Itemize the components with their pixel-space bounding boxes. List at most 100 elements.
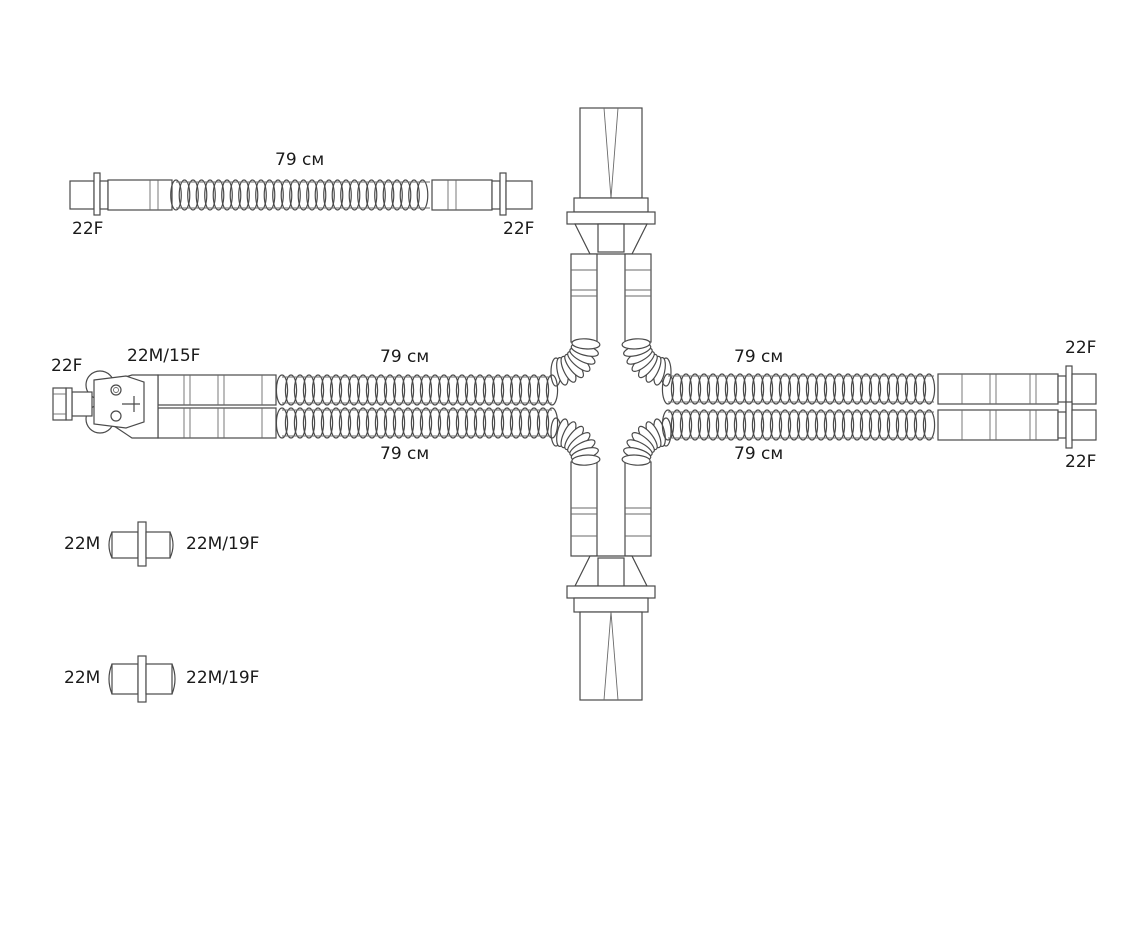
corrugation-ring bbox=[787, 373, 801, 405]
corrugation-ring bbox=[170, 179, 182, 211]
adapter-2-male-end bbox=[111, 663, 139, 695]
lower-left-limb-length-label: 79 см bbox=[380, 444, 430, 464]
standalone-tube-right-cuff bbox=[431, 179, 493, 211]
corrugation-ring bbox=[697, 409, 711, 441]
corrugation-ring bbox=[482, 407, 496, 439]
corrugation-ring bbox=[238, 179, 250, 211]
corrugation-ring bbox=[733, 409, 747, 441]
bend-corrugation-ring bbox=[621, 338, 651, 350]
corrugation-ring bbox=[859, 373, 873, 405]
corrugation-ring bbox=[832, 409, 846, 441]
corrugation-ring bbox=[769, 409, 783, 441]
y-piece-upper-port-icon bbox=[110, 384, 122, 396]
corrugation-ring bbox=[437, 407, 451, 439]
corrugation-ring bbox=[482, 374, 496, 406]
adapter-2-female-end bbox=[145, 663, 173, 695]
corrugation-ring bbox=[374, 179, 386, 211]
corrugation-ring bbox=[293, 374, 307, 406]
corrugation-ring bbox=[850, 373, 864, 405]
manifold-top bbox=[566, 107, 656, 343]
corrugation-ring bbox=[913, 409, 927, 441]
corrugation-ring bbox=[401, 407, 415, 439]
corrugation-ring bbox=[491, 407, 505, 439]
bend-corrugation-ring bbox=[571, 454, 601, 466]
corrugation-ring bbox=[509, 374, 523, 406]
corrugation-ring bbox=[697, 373, 711, 405]
lower-right-end-connector bbox=[1071, 409, 1097, 441]
corrugation-ring bbox=[805, 409, 819, 441]
corrugation-ring bbox=[320, 374, 334, 406]
corrugation-ring bbox=[383, 374, 397, 406]
adapter-2-right-label: 22M/19F bbox=[186, 668, 260, 688]
manifold-top-filter bbox=[579, 107, 643, 199]
corrugation-ring bbox=[255, 179, 267, 211]
upper-right-end-label: 22F bbox=[1065, 338, 1097, 358]
corrugation-ring bbox=[329, 374, 343, 406]
corrugation-ring bbox=[805, 373, 819, 405]
corrugation-ring bbox=[679, 409, 693, 441]
corrugation-ring bbox=[357, 179, 369, 211]
corrugation-ring bbox=[922, 373, 936, 405]
corrugation-ring bbox=[706, 373, 720, 405]
right-limbs bbox=[661, 365, 1097, 449]
standalone-tube-left-end-label: 22F bbox=[72, 219, 104, 239]
corrugation-ring bbox=[437, 374, 451, 406]
corrugation-ring bbox=[473, 407, 487, 439]
corrugation-ring bbox=[841, 373, 855, 405]
corrugation-ring bbox=[688, 373, 702, 405]
corrugation-ring bbox=[410, 407, 424, 439]
corrugation-ring bbox=[473, 374, 487, 406]
corrugation-ring bbox=[509, 407, 523, 439]
corrugation-ring bbox=[536, 407, 550, 439]
y-piece-lower-port-icon bbox=[110, 410, 122, 422]
manifold-bottom-left-port bbox=[570, 461, 598, 557]
corrugation-ring bbox=[464, 407, 478, 439]
left-limb-corrugation bbox=[275, 374, 559, 439]
corrugation-ring bbox=[545, 407, 559, 439]
corrugation-ring bbox=[293, 407, 307, 439]
corrugation-ring bbox=[886, 373, 900, 405]
corrugation-ring bbox=[922, 409, 936, 441]
corrugation-ring bbox=[446, 407, 460, 439]
corrugation-ring bbox=[331, 179, 344, 211]
lower-right-end-label: 22F bbox=[1065, 452, 1097, 472]
corrugation-ring bbox=[868, 409, 882, 441]
corrugation-ring bbox=[688, 409, 702, 441]
corrugation-ring bbox=[859, 409, 873, 441]
corrugation-ring bbox=[428, 407, 442, 439]
corrugation-ring bbox=[302, 374, 316, 406]
standalone-tube-right-end-label: 22F bbox=[503, 219, 535, 239]
corrugation-ring bbox=[742, 373, 756, 405]
corrugation-ring bbox=[365, 407, 379, 439]
corrugation-ring bbox=[706, 409, 720, 441]
standalone-tube-length-label: 79 см bbox=[275, 150, 325, 170]
corrugation-ring bbox=[272, 179, 284, 211]
corrugation-ring bbox=[374, 374, 388, 406]
corrugation-ring bbox=[284, 407, 298, 439]
lower-right-limb-length-label: 79 см bbox=[734, 444, 784, 464]
corrugation-ring bbox=[491, 374, 505, 406]
corrugation-ring bbox=[416, 179, 429, 211]
corrugation-ring bbox=[365, 374, 379, 406]
corrugation-ring bbox=[289, 179, 301, 211]
corrugation-ring bbox=[347, 374, 361, 406]
corrugation-ring bbox=[661, 409, 675, 441]
adapter-2-left-label: 22M bbox=[64, 668, 101, 688]
corrugation-ring bbox=[841, 409, 855, 441]
corrugation-ring bbox=[391, 179, 403, 211]
standalone-tube-left-connector bbox=[69, 180, 95, 210]
corrugation-ring bbox=[518, 407, 532, 439]
corrugation-ring bbox=[263, 179, 276, 211]
corrugation-ring bbox=[715, 409, 729, 441]
corrugation-ring bbox=[500, 407, 514, 439]
lower-right-limb-cuff bbox=[937, 409, 1059, 441]
corrugation-ring bbox=[383, 407, 397, 439]
corrugation-ring bbox=[455, 407, 469, 439]
corrugation-ring bbox=[419, 407, 433, 439]
corrugation-ring bbox=[724, 373, 738, 405]
corrugation-ring bbox=[446, 374, 460, 406]
manifold-top-right-port bbox=[624, 253, 652, 343]
corrugation-ring bbox=[679, 373, 693, 405]
corrugation-ring bbox=[536, 374, 550, 406]
